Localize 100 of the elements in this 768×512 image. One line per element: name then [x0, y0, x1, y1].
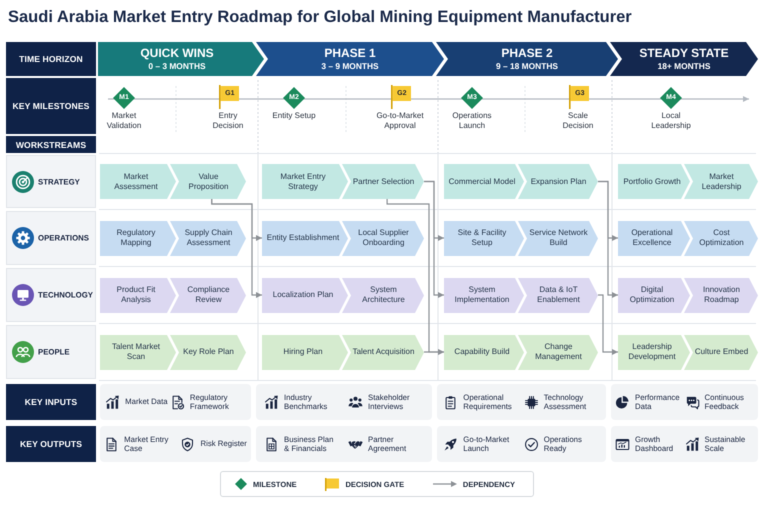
io-panel: [100, 384, 251, 420]
milestone-diamond: [660, 87, 682, 109]
workstream-step: [684, 164, 758, 199]
io-panel: [611, 426, 758, 462]
dependency-arrow: [424, 180, 444, 298]
milestone-label: Entity Setup: [271, 111, 317, 121]
step-label: Compliance Review: [186, 285, 231, 305]
workstream-step: [618, 334, 690, 370]
step-label: Localization Plan: [272, 290, 334, 300]
dependency-arrow: [211, 199, 262, 298]
dependency-arrow: [598, 294, 618, 355]
workstream-step: [262, 278, 348, 312]
milestone-diamond: [461, 87, 483, 109]
phase-duration: 0 – 3 MONTHS: [148, 61, 206, 72]
workstream-step: [518, 164, 598, 199]
workstream-step: [262, 164, 348, 199]
milestone-label: Local Leadership: [650, 111, 692, 131]
step-label: System Architecture: [361, 285, 406, 305]
milestone-label: Market Validation: [106, 111, 142, 131]
workstream-step: [170, 334, 246, 370]
row-header: [6, 426, 96, 462]
workstream-step: [100, 164, 176, 199]
phase-title: STEADY STATE: [639, 46, 729, 61]
milestone-label: Operations Launch: [451, 111, 493, 131]
step-label: Commercial Model: [448, 176, 516, 186]
milestone-diamond: [283, 87, 305, 109]
row-header: [6, 136, 96, 153]
step-label: Digital Optimization: [628, 285, 676, 305]
row-header-label: WORKSTREAMS: [16, 140, 86, 150]
step-label: Operational Excellence: [630, 228, 674, 248]
step-label: Innovation Roadmap: [702, 285, 741, 305]
step-label: Key Role Plan: [183, 347, 234, 357]
step-label: Culture Embed: [694, 347, 748, 357]
io-panel: [256, 384, 432, 420]
decision-gate-flag: [391, 85, 411, 109]
step-label: Supply Chain Assessment: [184, 228, 234, 248]
milestone-label: Scale Decision: [562, 111, 594, 131]
workstream-step: [618, 220, 690, 256]
row-header: [6, 78, 96, 134]
workstream-step: [100, 278, 176, 312]
decision-gate-flag: [569, 85, 589, 109]
workstream-step: [342, 278, 424, 312]
diagram-title: Saudi Arabia Market Entry Roadmap for Global Mining Equipment Manufacturer: [8, 8, 632, 27]
step-label: Partner Selection: [352, 176, 414, 186]
io-panel: [256, 426, 432, 462]
step-label: Value Proposition: [187, 172, 230, 192]
row-header-label: KEY MILESTONES: [12, 101, 90, 111]
step-label: Data & IoT Enablement: [536, 285, 581, 305]
phase-banner: [436, 42, 618, 76]
workstream-step: [518, 278, 598, 312]
step-label: Site & Facility Setup: [456, 228, 508, 248]
dependency-arrow: [598, 180, 618, 298]
workstream-step: [342, 334, 424, 370]
step-label: Entity Establishment: [266, 233, 340, 243]
step-label: Expansion Plan: [530, 176, 586, 186]
step-label: Change Management: [534, 342, 583, 362]
workstream-step: [170, 278, 246, 312]
workstream-step: [444, 334, 524, 370]
row-header: [6, 42, 96, 76]
row-header: [6, 384, 96, 420]
workstream-step: [684, 278, 758, 312]
step-label: Cost Optimization: [698, 228, 745, 248]
phase-duration: 3 – 9 MONTHS: [321, 61, 379, 72]
phase-duration: 18+ MONTHS: [658, 61, 710, 72]
decision-gate-flag: [219, 85, 239, 109]
milestone-label: Go-to-Market Approval: [375, 111, 425, 131]
phase-banner: [256, 42, 444, 76]
workstream-step: [518, 220, 598, 256]
step-label: Capability Build: [454, 347, 510, 357]
workstream-header: [6, 211, 96, 265]
phase-duration: 9 – 18 MONTHS: [496, 61, 558, 72]
milestone-diamond: [113, 87, 135, 109]
workstream-step: [170, 220, 246, 256]
row-header-label: KEY OUTPUTS: [20, 439, 82, 449]
step-label: System Implementation: [454, 285, 510, 305]
workstream-step: [444, 278, 524, 312]
phase-title: PHASE 1: [324, 46, 376, 61]
step-label: Product Fit Analysis: [116, 285, 156, 305]
step-label: Market Entry Strategy: [279, 172, 327, 192]
workstream-step: [100, 334, 176, 370]
phase-title: PHASE 2: [501, 46, 553, 61]
step-label: Local Supplier Onboarding: [357, 228, 410, 248]
io-panel: [437, 426, 606, 462]
workstream-step: [518, 334, 598, 370]
workstream-header: [6, 325, 96, 379]
workstream-step: [262, 334, 348, 370]
row-header-label: KEY INPUTS: [24, 397, 78, 407]
dependency-arrow: [424, 349, 444, 355]
workstream-step: [618, 278, 690, 312]
workstream-step: [444, 164, 524, 199]
step-label: Talent Acquisition: [352, 347, 414, 357]
workstream-step: [170, 164, 246, 199]
workstream-header: [6, 155, 96, 208]
io-panel: [100, 426, 251, 462]
workstream-step: [100, 220, 176, 256]
workstream-step: [684, 220, 758, 256]
step-label: Service Network Build: [528, 228, 589, 248]
step-label: Market Assessment: [113, 172, 159, 192]
phase-banner: [610, 42, 758, 76]
workstream-step: [684, 334, 758, 370]
